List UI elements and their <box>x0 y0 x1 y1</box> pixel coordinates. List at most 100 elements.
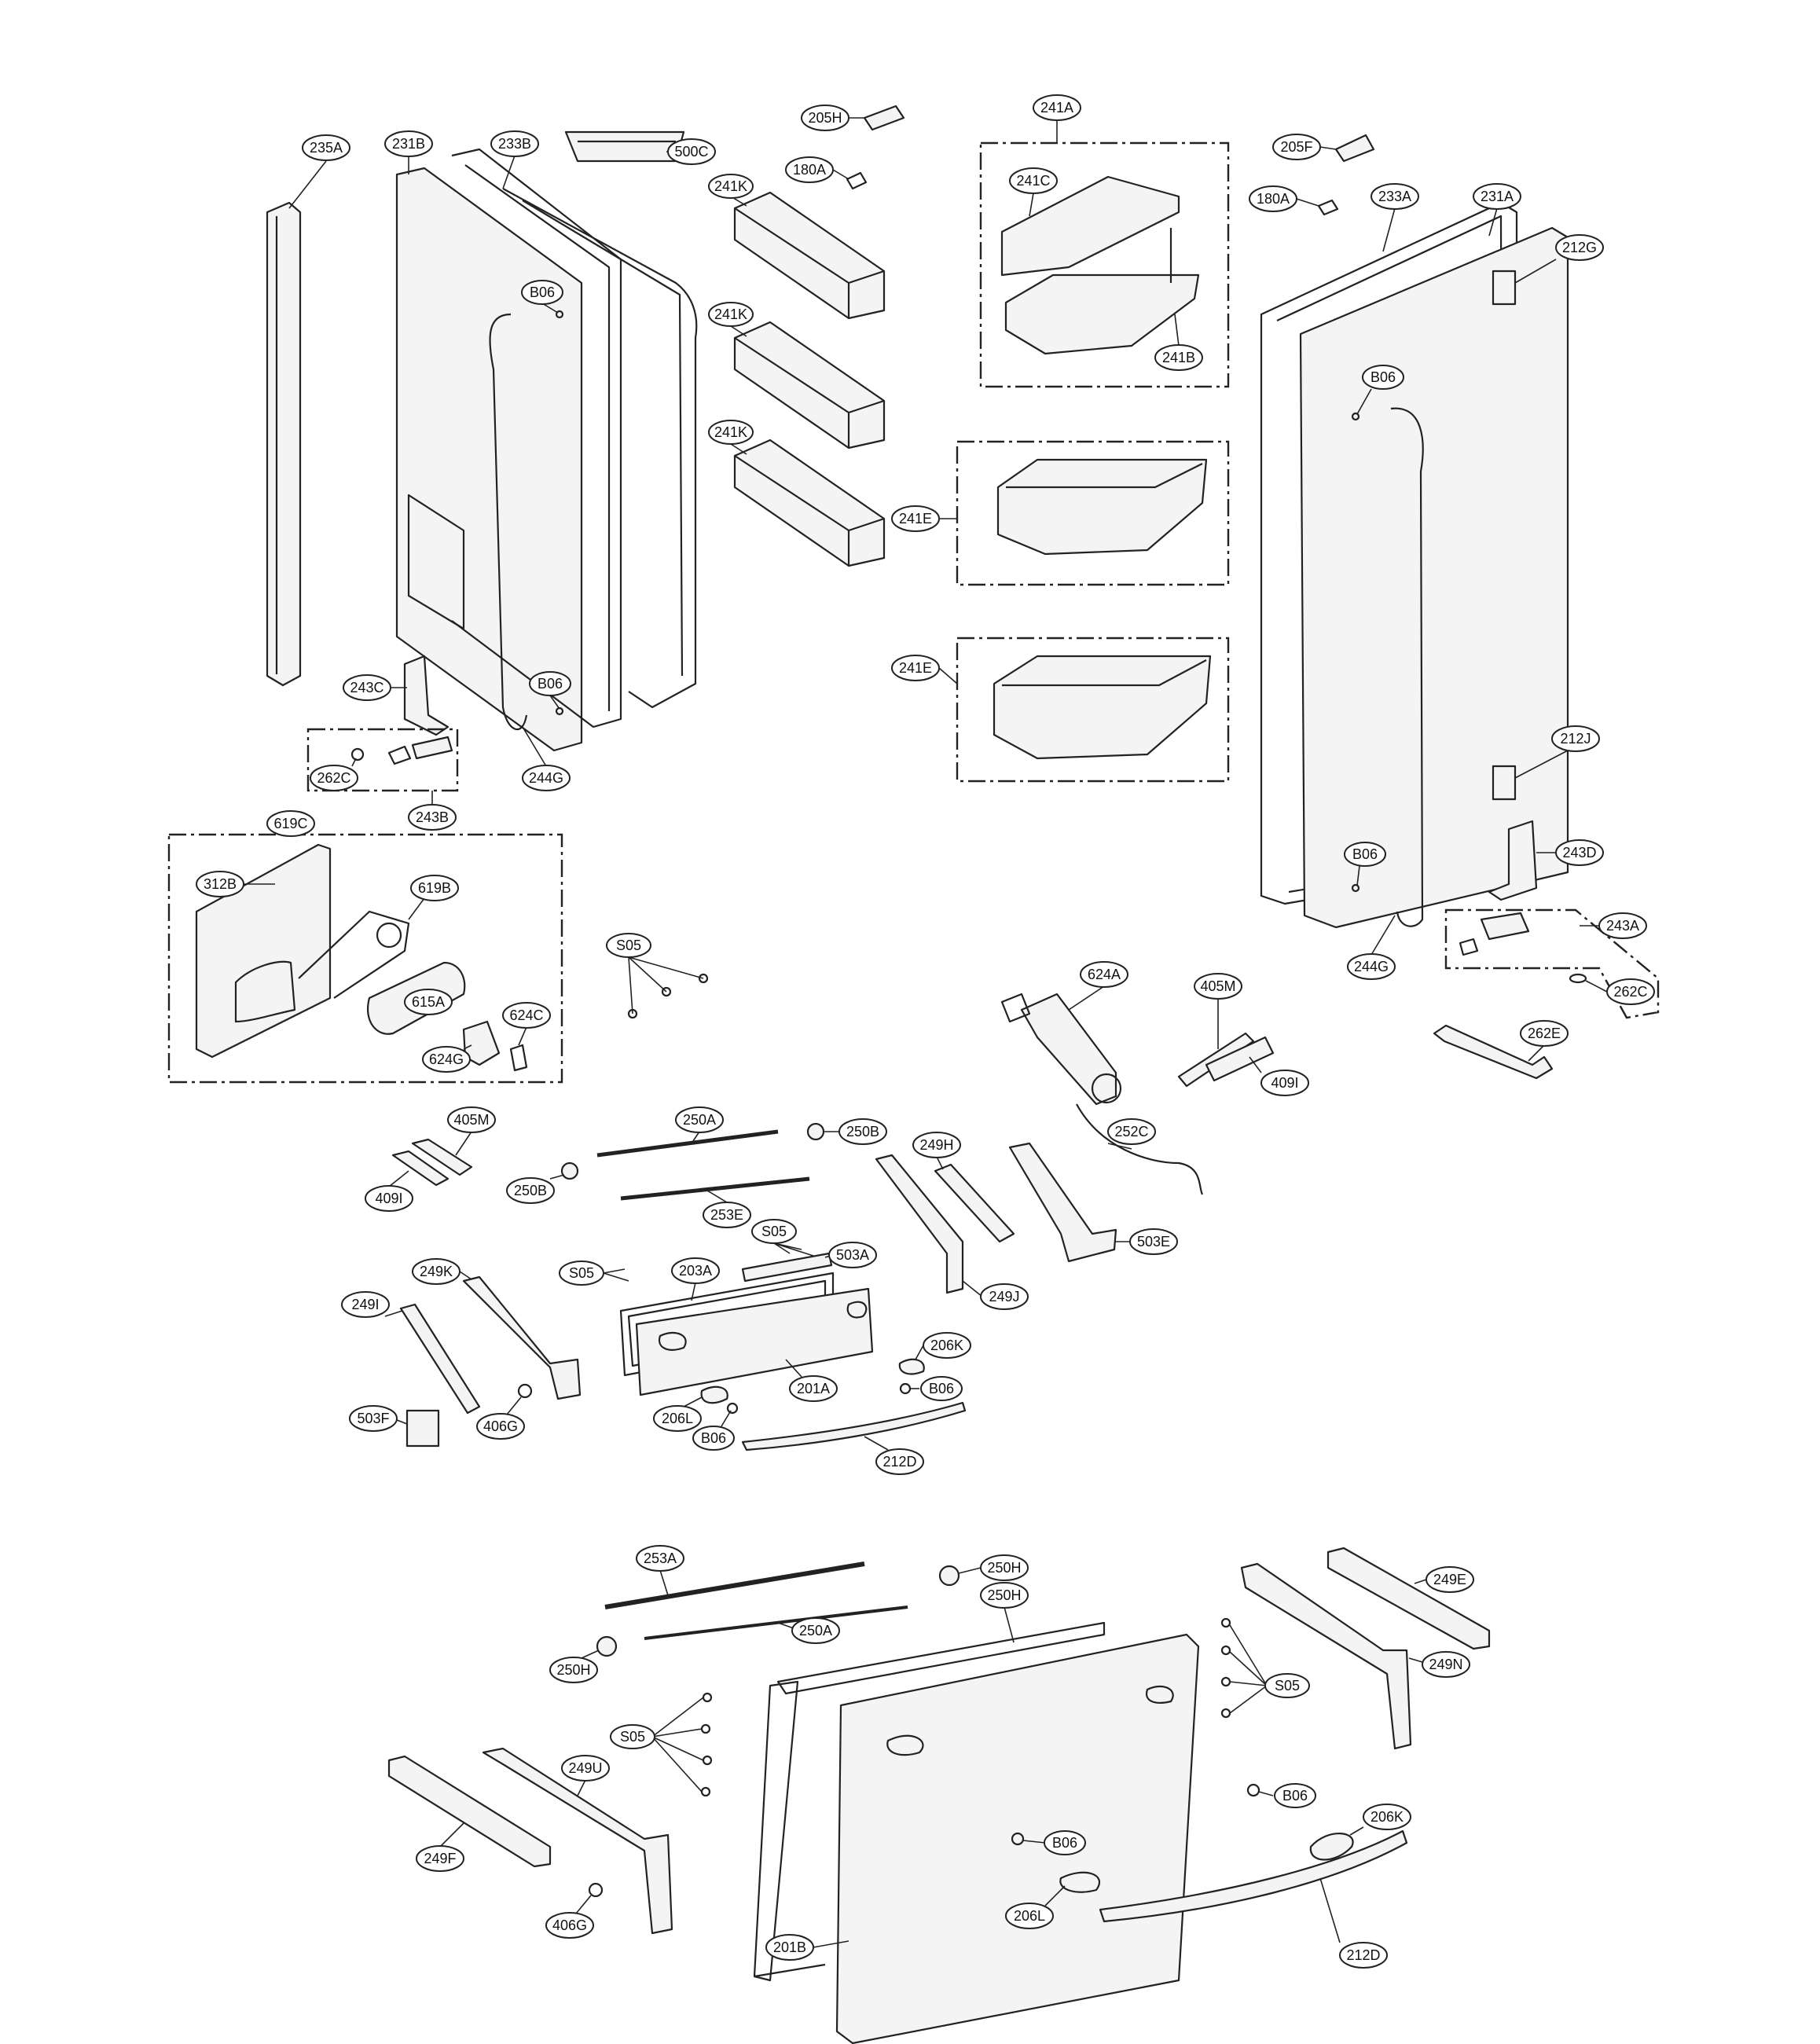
callout-624A: 624A <box>1068 961 1128 1011</box>
part-241K-door-bin-2 <box>733 321 886 450</box>
callout-label: 249N <box>1429 1657 1462 1672</box>
part-249H-slide-rail <box>934 1163 1015 1243</box>
part-409I-slide-right <box>1205 1036 1275 1082</box>
callout-503A: 503A <box>824 1242 877 1268</box>
callout-label: 252C <box>1114 1124 1148 1139</box>
callout-503F: 503F <box>349 1405 408 1432</box>
callout-B06-1: B06 <box>521 280 563 314</box>
part-B06-screw-drawer <box>1011 1783 1260 1846</box>
callout-406G-1: 406G <box>476 1396 525 1440</box>
part-241E-crisper-upper <box>996 458 1208 556</box>
part-249E-slide-rail <box>1326 1547 1491 1650</box>
callout-label: 212D <box>882 1454 916 1470</box>
part-624C-fitting <box>509 1044 528 1072</box>
callout-label: 253E <box>710 1207 743 1223</box>
callout-label: B06 <box>1052 1835 1077 1851</box>
part-241K-door-bin-1 <box>733 191 886 320</box>
part-206K-handle-cap-1 <box>898 1358 925 1375</box>
callout-label: 241E <box>899 511 932 527</box>
part-243A-hinge-parts <box>1459 912 1587 984</box>
callout-label: 249I <box>351 1297 379 1312</box>
callout-label: 243A <box>1606 918 1639 934</box>
callout-label: S05 <box>1275 1678 1300 1694</box>
callout-624G: 624G <box>422 1044 472 1073</box>
part-235A-trim-strip <box>266 201 302 687</box>
callout-label: 250H <box>987 1560 1021 1576</box>
callout-label: 206K <box>1371 1809 1404 1825</box>
callout-label: 241C <box>1016 173 1050 189</box>
callout-label: B06 <box>1352 846 1378 862</box>
callout-262C-left: 262C <box>310 758 358 791</box>
callout-203A: 203A <box>671 1257 720 1301</box>
callout-206L-2: 206L <box>1005 1885 1066 1929</box>
callout-label: 503F <box>357 1411 389 1426</box>
callout-231A: 231A <box>1473 183 1521 237</box>
part-drawings <box>167 105 1660 2044</box>
part-250A-rod-lower <box>644 1605 908 1640</box>
part-503E-drawer-bracket <box>1008 1142 1117 1263</box>
part-205F-cap <box>1334 134 1375 163</box>
callout-206K-2: 206K <box>1349 1804 1411 1836</box>
callout-label: 405M <box>453 1112 489 1128</box>
callout-label: 205F <box>1280 139 1312 155</box>
callout-label: 405M <box>1200 978 1235 994</box>
callout-241K-1: 241K <box>708 174 754 207</box>
callout-label: 250B <box>846 1124 879 1139</box>
part-201A-drawer-front <box>635 1287 874 1396</box>
callout-B06-4: B06 <box>1344 842 1386 886</box>
group-box-241E-upper <box>956 440 1230 586</box>
part-201B-drawer-front <box>835 1633 1200 2044</box>
callout-label: 406G <box>552 1917 587 1933</box>
callout-label: B06 <box>530 284 555 300</box>
callout-262C-right: 262C <box>1585 978 1655 1005</box>
part-S05-screws-group-5 <box>700 1692 713 1797</box>
callout-250H-1: 250H <box>958 1554 1029 1581</box>
part-312B-housing-cover <box>195 843 332 1059</box>
callout-244G-left: 244G <box>522 726 571 791</box>
callout-243C: 243C <box>343 674 407 701</box>
callout-label: 500C <box>674 144 708 160</box>
callout-label: 624C <box>509 1007 543 1023</box>
callout-212J: 212J <box>1514 725 1600 779</box>
callout-503E: 503E <box>1114 1228 1178 1255</box>
callout-262E: 262E <box>1520 1020 1569 1062</box>
callout-label: 201A <box>797 1381 830 1396</box>
callout-243B: 243B <box>408 791 457 831</box>
callout-250H-3: 250H <box>549 1650 600 1683</box>
part-249I-slide-rail <box>399 1303 481 1415</box>
callout-label: B06 <box>1371 369 1396 385</box>
callout-label: 180A <box>793 162 826 178</box>
callout-241C: 241C <box>1009 167 1058 217</box>
callout-label: 206L <box>1014 1908 1045 1924</box>
callout-label: 206L <box>662 1411 693 1426</box>
callout-label: 619B <box>418 880 451 896</box>
callout-231B: 231B <box>384 130 433 174</box>
part-262E-wrench <box>1433 1024 1554 1080</box>
callout-249N: 249N <box>1408 1651 1470 1678</box>
callout-S05-1: S05 <box>606 933 704 1015</box>
part-624A-filter <box>1000 993 1122 1106</box>
callout-label: 241K <box>714 424 747 440</box>
group-box-243A <box>1444 908 1660 1019</box>
part-249K-slide-rail <box>462 1275 582 1400</box>
callout-250B-left: 250B <box>506 1174 565 1204</box>
part-243C-hinge-bracket <box>403 655 449 736</box>
part-250H-gears <box>596 1565 960 1657</box>
callout-233A: 233A <box>1371 183 1419 252</box>
callout-label: 262C <box>317 770 350 786</box>
callout-label: 244G <box>529 770 563 786</box>
callout-label: 243B <box>416 809 449 825</box>
callout-label: 244G <box>1354 959 1389 974</box>
callout-label: 243D <box>1562 845 1596 861</box>
part-249N-slide-rail <box>1240 1562 1412 1750</box>
callout-243A: 243A <box>1580 912 1647 939</box>
part-500C-cover <box>564 130 685 163</box>
callout-249K: 249K <box>412 1258 472 1285</box>
group-box-241A <box>979 141 1230 388</box>
callout-label: 615A <box>412 994 445 1010</box>
callout-B06-5: B06 <box>899 1376 963 1401</box>
callout-619C: 619C <box>266 810 315 837</box>
callout-B06-8: B06 <box>1022 1830 1086 1855</box>
callout-S05-3: S05 <box>559 1261 629 1286</box>
